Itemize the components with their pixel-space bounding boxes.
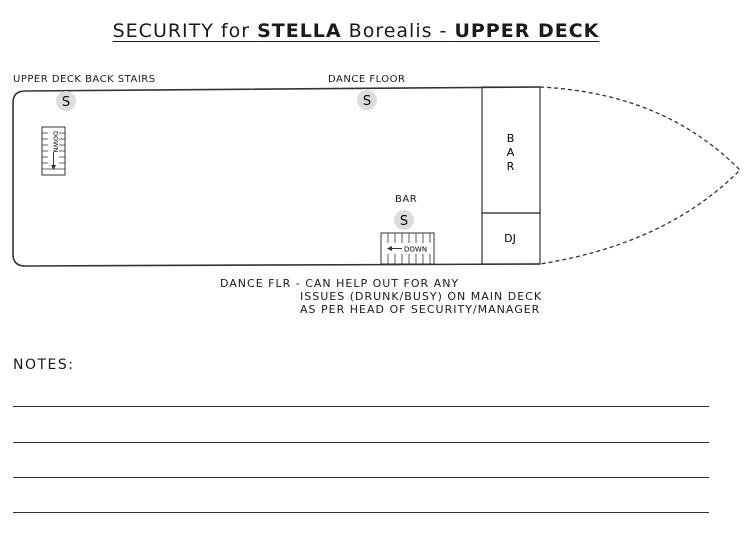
title-deck: UPPER DECK <box>454 20 600 42</box>
security-marker-back-stairs-label: S <box>62 95 70 110</box>
security-marker-dance-floor-label: S <box>363 94 371 109</box>
note-line-2 <box>13 442 709 443</box>
note-line-3 <box>13 477 709 478</box>
bar-stairs: DOWN <box>380 232 435 265</box>
label-dance-floor: DANCE FLOOR <box>328 74 406 85</box>
dance-note-line-1: DANCE FLR - CAN HELP OUT FOR ANY <box>220 277 460 290</box>
notes-heading: NOTES: <box>13 357 75 373</box>
back-stairs: DOWN <box>41 126 66 176</box>
hull-outline <box>12 86 541 267</box>
bar-room-letter-a: A <box>507 146 516 159</box>
dj-room <box>481 212 541 265</box>
security-marker-dance-floor: S <box>357 90 377 110</box>
title-vessel-bold: STELLA <box>257 20 342 42</box>
security-marker-bar-label: S <box>400 214 408 229</box>
security-marker-back-stairs: S <box>56 91 76 111</box>
bow-outline <box>539 86 741 265</box>
bar-room-letter-b: B <box>507 132 516 145</box>
dance-floor-note: DANCE FLR - CAN HELP OUT FOR ANY ISSUES … <box>220 277 542 316</box>
back-stairs-arrow-icon <box>51 165 56 170</box>
bar-room-letter-r: R <box>507 160 516 173</box>
security-marker-bar: S <box>394 210 414 230</box>
note-line-1 <box>13 406 709 407</box>
label-bar-post: BAR <box>395 194 418 205</box>
page-title: SECURITY for STELLA Borealis - UPPER DEC… <box>0 20 712 42</box>
title-vessel-rest: Borealis - <box>341 20 455 42</box>
back-stairs-down-label: DOWN <box>52 131 60 153</box>
bar-stairs-arrow-icon <box>387 246 392 251</box>
dance-note-line-2: ISSUES (DRUNK/BUSY) ON MAIN DECK <box>300 290 543 303</box>
dj-room-label: DJ <box>504 232 516 245</box>
bar-stairs-down-label: DOWN <box>404 246 427 254</box>
note-line-4 <box>13 512 709 513</box>
dance-note-line-3: AS PER HEAD OF SECURITY/MANAGER <box>300 303 541 316</box>
label-back-stairs: UPPER DECK BACK STAIRS <box>13 74 156 85</box>
title-prefix: SECURITY for <box>112 20 258 42</box>
